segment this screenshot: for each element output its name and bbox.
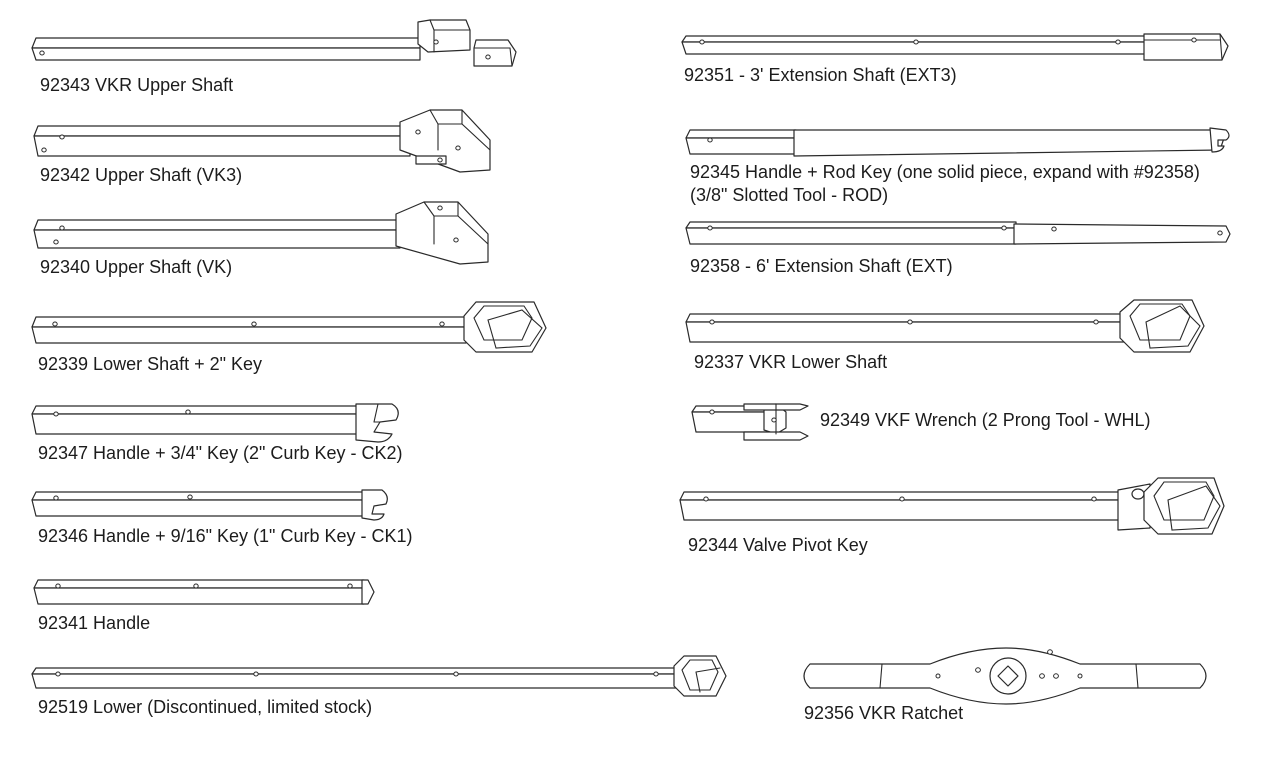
part-92346-label: 92346 Handle + 9/16" Key (1" Curb Key - … [38, 526, 413, 546]
part-92519-label: 92519 Lower (Discontinued, limited stock… [38, 697, 373, 717]
part-92345-label: 92345 Handle + Rod Key (one solid piece,… [690, 162, 1200, 182]
part-92356-drawing [803, 647, 1207, 705]
part-92340-label: 92340 Upper Shaft (VK) [40, 257, 233, 277]
part-92358-label: 92358 - 6' Extension Shaft (EXT) [690, 256, 953, 276]
part-92345-sublabel: (3/8" Slotted Tool - ROD) [690, 185, 889, 205]
part-92337-label: 92337 VKR Lower Shaft [694, 352, 888, 372]
part-92349-label: 92349 VKF Wrench (2 Prong Tool - WHL) [820, 410, 1151, 430]
part-92347-drawing [31, 403, 399, 443]
part-92344-drawing [679, 477, 1225, 535]
part-92337-drawing [685, 299, 1205, 353]
part-92356-label: 92356 VKR Ratchet [804, 703, 964, 723]
part-92340-drawing [33, 201, 489, 265]
part-92358-drawing [685, 221, 1231, 245]
part-92339-label: 92339 Lower Shaft + 2" Key [38, 354, 263, 374]
part-92342-drawing [33, 109, 491, 173]
part-92341-label: 92341 Handle [38, 613, 151, 633]
part-92347-label: 92347 Handle + 3/4" Key (2" Curb Key - C… [38, 443, 403, 463]
part-92349-drawing [691, 403, 809, 441]
part-92339-drawing [31, 301, 547, 353]
part-92519-drawing [31, 655, 727, 697]
part-92345-drawing [685, 127, 1230, 157]
part-92351-drawing [681, 33, 1229, 61]
part-92343-label: 92343 VKR Upper Shaft [40, 75, 234, 95]
part-92343-drawing [31, 19, 517, 67]
part-92342-label: 92342 Upper Shaft (VK3) [40, 165, 243, 185]
part-92341-drawing [33, 579, 375, 605]
part-92346-drawing [31, 489, 388, 521]
part-92351-label: 92351 - 3' Extension Shaft (EXT3) [684, 65, 957, 85]
part-92344-label: 92344 Valve Pivot Key [688, 535, 868, 555]
